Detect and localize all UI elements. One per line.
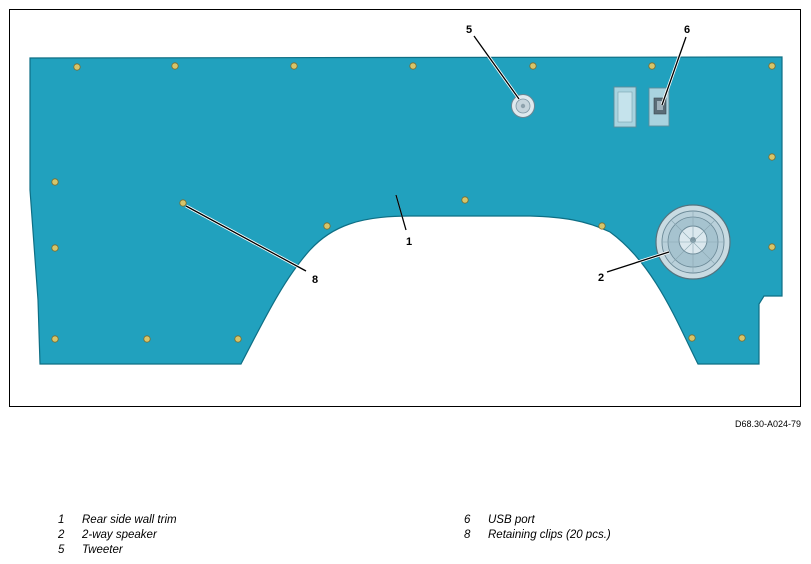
legend-label: Retaining clips (20 pcs.)	[488, 529, 611, 541]
retaining-clip	[738, 334, 746, 342]
legend-item: 8 Retaining clips (20 pcs.)	[464, 528, 611, 543]
leader-line-8	[185, 205, 307, 272]
retaining-clip	[768, 62, 776, 70]
legend-item: 6 USB port	[464, 513, 611, 528]
retaining-clip	[171, 62, 179, 70]
retaining-clip	[234, 335, 242, 343]
legend-label: 2-way speaker	[82, 529, 157, 541]
tweeter	[511, 94, 535, 118]
legend-label: USB port	[488, 514, 535, 526]
leader-line-5	[473, 35, 520, 100]
legend-number: 2	[58, 529, 65, 541]
legend-label: Tweeter	[82, 544, 123, 556]
retaining-clip	[51, 178, 59, 186]
retaining-clip	[51, 335, 59, 343]
callout-1: 1	[406, 236, 412, 248]
leader-line-2	[606, 251, 670, 273]
retaining-clip	[73, 63, 81, 71]
retaining-clip	[461, 196, 469, 204]
leader-line-1-core	[395, 194, 407, 231]
callout-8: 8	[312, 274, 318, 286]
leader-lines	[185, 35, 688, 274]
retaining-clip	[768, 243, 776, 251]
retaining-clip	[648, 62, 656, 70]
retaining-clip	[290, 62, 298, 70]
usb-port	[613, 86, 670, 128]
legend-right: 6 USB port 8 Retaining clips (20 pcs.)	[464, 513, 611, 543]
figure-code: D68.30-A024-79	[734, 419, 801, 429]
retaining-clips	[51, 62, 776, 343]
legend-item: 2 2-way speaker	[58, 528, 177, 543]
legend-item: 1 Rear side wall trim	[58, 513, 177, 528]
callout-6: 6	[684, 24, 690, 36]
callout-2: 2	[598, 272, 604, 284]
retaining-clip	[323, 222, 331, 230]
retaining-clip	[409, 62, 417, 70]
legend-left: 1 Rear side wall trim 2 2-way speaker 5 …	[58, 513, 177, 558]
retaining-clip	[179, 199, 187, 207]
legend-item: 5 Tweeter	[58, 543, 177, 558]
two-way-speaker	[655, 204, 731, 280]
retaining-clip	[529, 62, 537, 70]
retaining-clip	[688, 334, 696, 342]
trim-panel-figure: 1 2 5 6 8	[9, 9, 801, 407]
legend-label: Rear side wall trim	[82, 514, 177, 526]
retaining-clip	[51, 244, 59, 252]
legend-number: 6	[464, 514, 471, 526]
legend-number: 8	[464, 529, 471, 541]
retaining-clip	[768, 153, 776, 161]
leader-line-6	[661, 36, 687, 106]
callout-5: 5	[466, 24, 472, 36]
legend-number: 1	[58, 514, 65, 526]
rear-side-wall-trim	[29, 56, 783, 365]
retaining-clip	[598, 222, 606, 230]
legend-number: 5	[58, 544, 65, 556]
retaining-clip	[143, 335, 151, 343]
